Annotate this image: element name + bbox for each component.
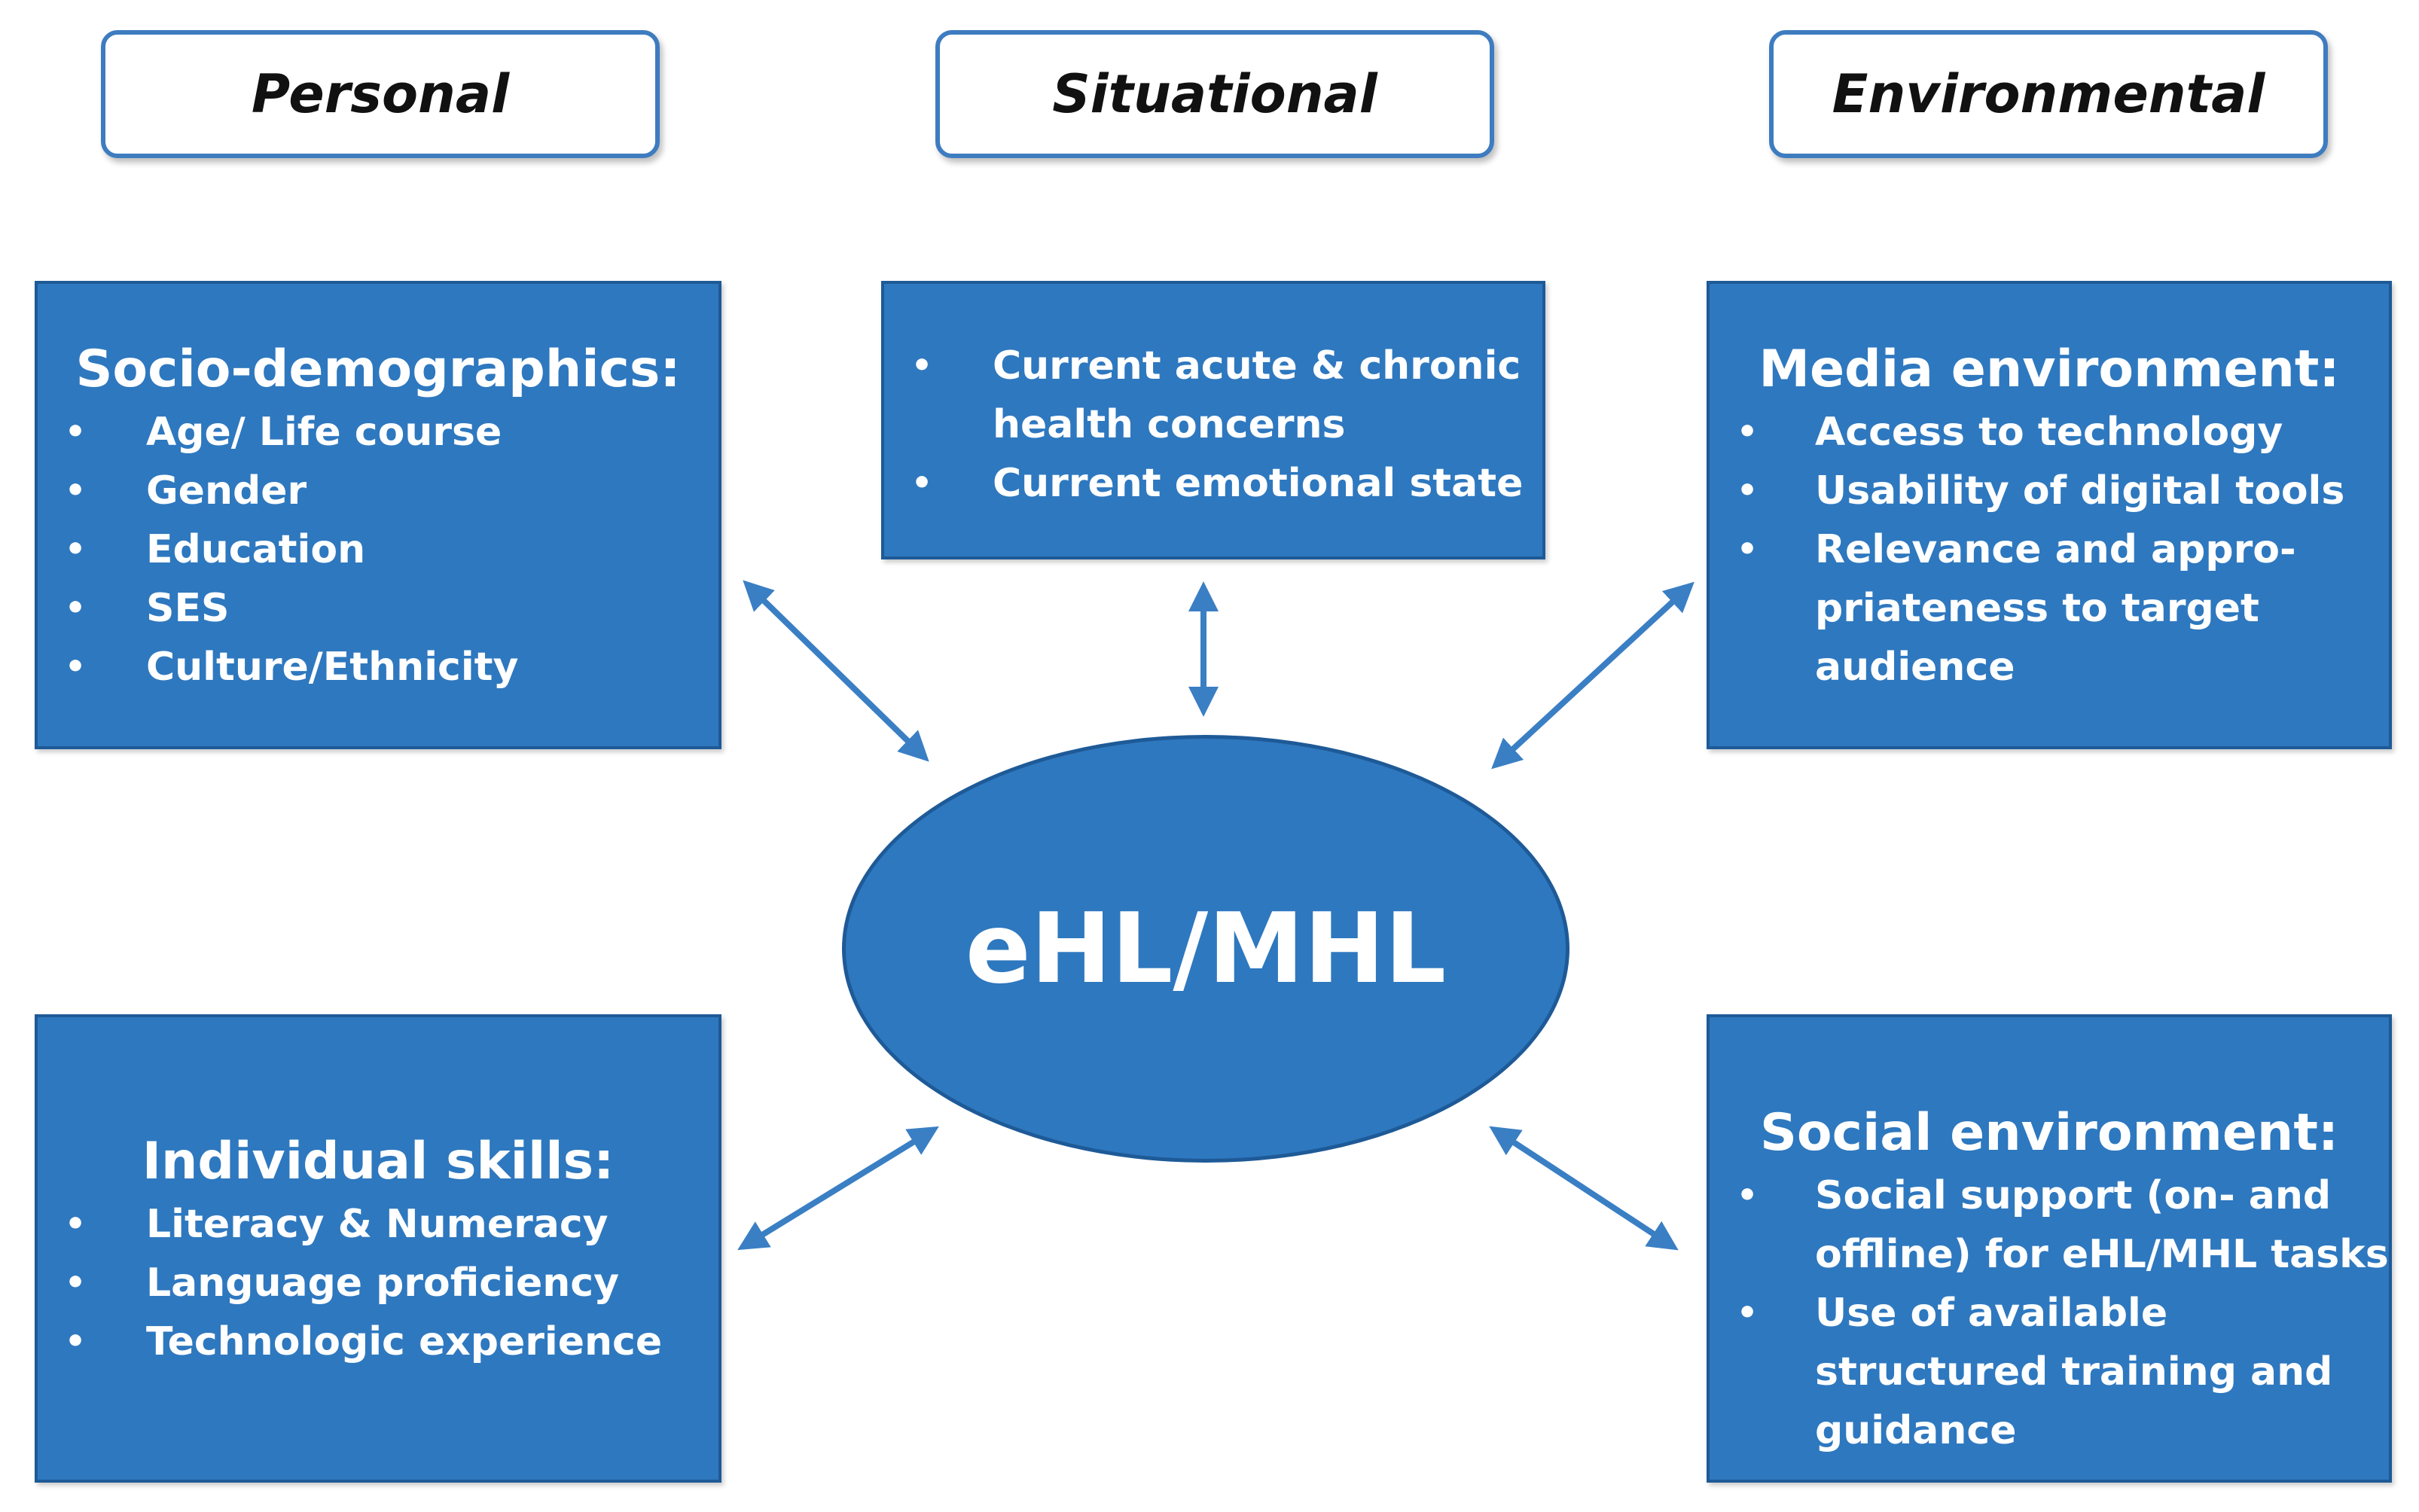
media-environment-list: Access to technology Usability of digita… — [1710, 403, 2389, 697]
center-label: eHL/MHL — [965, 892, 1447, 1005]
social-environment-box: Social environment: Social support (on- … — [1707, 1014, 2392, 1483]
socio-demographics-box: Socio-demographics: Age/ Life course Gen… — [35, 281, 721, 749]
header-environmental: Environmental — [1769, 30, 2328, 158]
media-environment-title: Media environment: — [1759, 340, 2340, 399]
individual-skills-list: Literacy & Numeracy Language proficiency… — [38, 1195, 718, 1371]
social-environment-title: Social environment: — [1759, 1103, 2339, 1163]
list-item: Technologic experience — [38, 1312, 718, 1371]
situational-list: Current acute & chronic health concerns … — [884, 337, 1542, 513]
socio-demographics-list: Age/ Life course Gender Education SES Cu… — [38, 403, 718, 697]
list-item: Social support (on- and offline) for eHL… — [1710, 1166, 2389, 1284]
media-environment-box: Media environment: Access to technology … — [1707, 281, 2392, 749]
situational-box: Current acute & chronic health concerns … — [881, 281, 1545, 559]
arrow-media-center — [1491, 581, 1695, 770]
socio-demographics-title: Socio-demographics: — [75, 340, 681, 399]
social-environment-list: Social support (on- and offline) for eHL… — [1710, 1166, 2389, 1460]
list-item: Literacy & Numeracy — [38, 1195, 718, 1254]
header-personal: Personal — [101, 30, 660, 158]
list-item: Age/ Life course — [38, 403, 718, 462]
list-item: Gender — [38, 462, 718, 520]
arrow-socio-center — [743, 580, 929, 762]
list-item: Current emotional state — [884, 454, 1542, 513]
list-item: Relevance and appro-priateness to target… — [1710, 520, 2389, 697]
list-item: Culture/Ethnicity — [38, 638, 718, 697]
individual-skills-title: Individual skills: — [142, 1132, 615, 1191]
individual-skills-box: Individual skills: Literacy & Numeracy L… — [35, 1014, 721, 1483]
list-item: Access to technology — [1710, 403, 2389, 462]
list-item: SES — [38, 579, 718, 638]
header-situational: Situational — [935, 30, 1494, 158]
arrow-skills-center — [737, 1126, 939, 1251]
list-item: Current acute & chronic health concerns — [884, 337, 1542, 454]
list-item: Education — [38, 520, 718, 579]
center-ellipse: eHL/MHL — [842, 735, 1569, 1163]
arrow-social-center — [1489, 1126, 1679, 1251]
list-item: Use of available structured training and… — [1710, 1284, 2389, 1460]
list-item: Language proficiency — [38, 1254, 718, 1312]
list-item: Usability of digital tools — [1710, 462, 2389, 520]
